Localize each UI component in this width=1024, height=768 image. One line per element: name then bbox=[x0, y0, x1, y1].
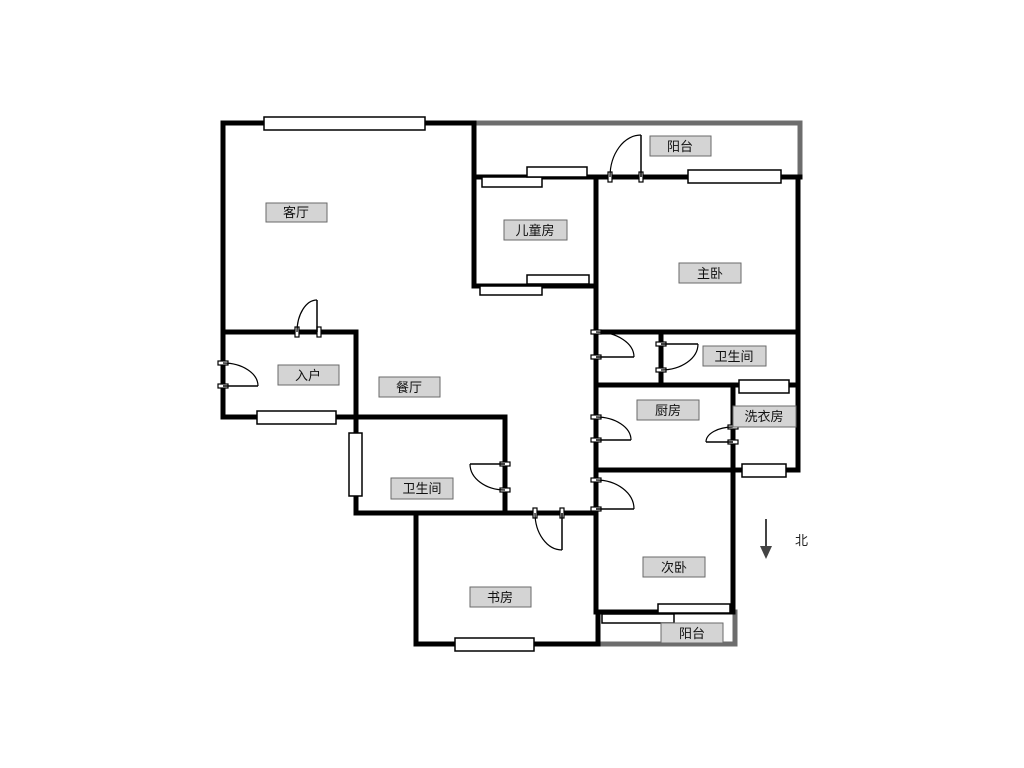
room-labels: 客厅 阳台 儿童房 主卧 入户 餐厅 卫生间 厨房 bbox=[265, 135, 797, 644]
label-kitchen: 厨房 bbox=[636, 399, 700, 421]
label-study: 书房 bbox=[469, 586, 532, 608]
window-laundry-top bbox=[738, 379, 790, 394]
window-second-bedroom-2 bbox=[601, 613, 675, 624]
dining-room-label: 餐厅 bbox=[396, 380, 422, 396]
label-kids-room: 儿童房 bbox=[503, 219, 568, 241]
window-kids-room-bottom bbox=[479, 285, 543, 296]
bathroom-master-label: 卫生间 bbox=[714, 350, 753, 365]
bathroom-guest-label: 卫生间 bbox=[402, 482, 441, 497]
kitchen-label: 厨房 bbox=[655, 403, 681, 419]
door-bathroom-master[interactable] bbox=[655, 341, 699, 373]
compass: 北 bbox=[760, 519, 808, 559]
door-entrance[interactable] bbox=[217, 360, 259, 389]
window-entrance bbox=[256, 410, 337, 425]
door-second-bedroom[interactable] bbox=[590, 477, 635, 512]
label-dining-room: 餐厅 bbox=[378, 376, 441, 398]
door-kitchen[interactable] bbox=[590, 414, 632, 443]
door-balcony-north[interactable] bbox=[607, 134, 644, 183]
label-balcony-north: 阳台 bbox=[649, 135, 712, 157]
label-entrance: 入户 bbox=[277, 364, 340, 386]
window-master-bedroom bbox=[687, 169, 782, 184]
door-bathroom-guest[interactable] bbox=[469, 461, 511, 493]
label-master-bedroom: 主卧 bbox=[678, 262, 742, 284]
window-laundry-bottom bbox=[741, 463, 787, 478]
second-bedroom-label: 次卧 bbox=[661, 560, 687, 576]
windows bbox=[256, 116, 790, 652]
label-bathroom-guest: 卫生间 bbox=[390, 477, 454, 500]
window-kids-room-bottom-2 bbox=[526, 274, 590, 285]
entrance-label: 入户 bbox=[295, 368, 321, 384]
label-bathroom-master: 卫生间 bbox=[702, 345, 767, 367]
window-kids-room-top bbox=[481, 176, 543, 188]
door-study[interactable] bbox=[532, 507, 565, 551]
label-second-bedroom: 次卧 bbox=[642, 556, 706, 578]
label-living-room: 客厅 bbox=[265, 202, 328, 223]
study-outer-wall bbox=[413, 510, 599, 647]
door-master-bedroom[interactable] bbox=[590, 329, 635, 360]
master-bedroom-label: 主卧 bbox=[697, 267, 723, 282]
balcony-south-wall bbox=[595, 609, 738, 647]
north-label: 北 bbox=[795, 534, 808, 549]
entrance-wall bbox=[220, 329, 359, 420]
laundry-label: 洗衣房 bbox=[744, 409, 783, 425]
label-laundry: 洗衣房 bbox=[732, 405, 797, 428]
window-kids-room-top-2 bbox=[526, 166, 588, 178]
window-bathroom-guest bbox=[348, 432, 363, 497]
window-study bbox=[454, 637, 535, 652]
label-balcony-south: 阳台 bbox=[660, 622, 724, 644]
window-second-bedroom bbox=[657, 603, 731, 614]
balcony-north-label: 阳台 bbox=[667, 140, 693, 155]
door-living-entrance[interactable] bbox=[294, 299, 322, 338]
kids-room-label: 儿童房 bbox=[515, 223, 554, 239]
window-living-room bbox=[263, 116, 426, 131]
doors bbox=[217, 134, 739, 551]
balcony-south-label: 阳台 bbox=[679, 627, 705, 642]
north-arrow-icon bbox=[760, 546, 772, 559]
balcony-north-wall bbox=[471, 120, 803, 180]
living-room-label: 客厅 bbox=[283, 205, 309, 221]
study-label: 书房 bbox=[487, 590, 513, 606]
